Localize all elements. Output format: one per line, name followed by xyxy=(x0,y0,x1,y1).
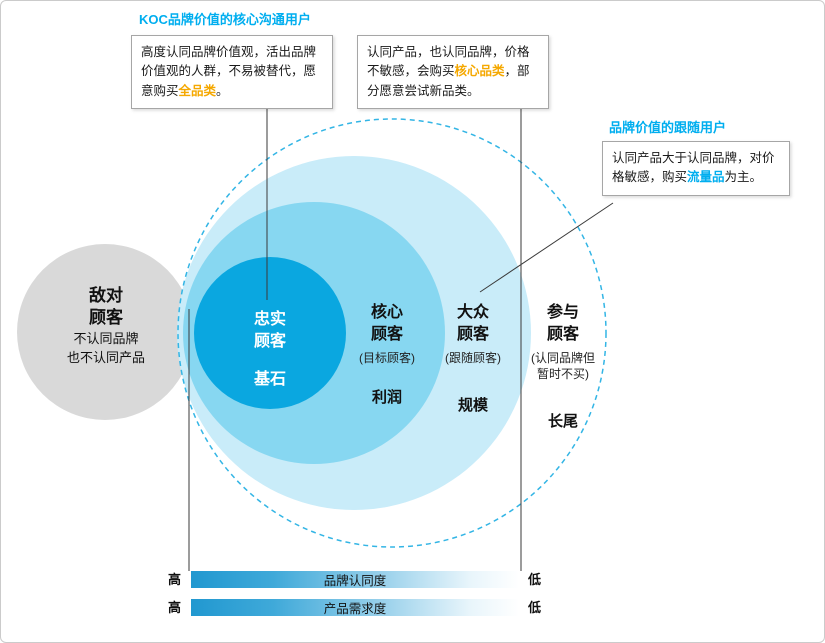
follower-callout-title: 品牌价值的跟随用户 xyxy=(609,120,727,135)
segment-participating-name-line2: 顾客 xyxy=(546,326,579,343)
segment-core-name-line2: 顾客 xyxy=(370,326,403,343)
brand-identity-low-label: 低 xyxy=(528,572,542,587)
brand-identity-gradient-bar: 品牌认同度 xyxy=(191,571,519,588)
koc-callout-text-end: 。 xyxy=(216,83,229,98)
participating-customer-dashed-circle xyxy=(177,118,607,548)
segment-core-sub: (目标顾客) xyxy=(359,351,415,365)
segment-participating-customer: 参与 顾客 (认同品牌但 暂时不买) 长尾 xyxy=(524,302,602,431)
loyal-name-line1: 忠实 xyxy=(253,311,286,328)
core-callout-text-end: ，部分愿意尝试新品类。 xyxy=(367,64,530,98)
segment-participating-sub-line2: 暂时不买) xyxy=(537,367,589,381)
hostile-customer-label: 敌对 顾客 不认同品牌 也不认同产品 xyxy=(20,285,192,367)
product-demand-high-label: 高 xyxy=(168,600,182,615)
core-callout-text: 认同产品，也认同品牌，价格不敏感，会购买 xyxy=(367,45,530,79)
hostile-name-line1: 敌对 xyxy=(89,286,123,305)
follower-callout-box: 认同产品大于认同品牌，对价格敏感，购买流量品为主。 xyxy=(602,141,790,196)
koc-callout-title: KOC品牌价值的核心沟通用户 xyxy=(139,12,311,27)
loyal-name-line2: 顾客 xyxy=(253,333,286,350)
segment-mass-sub: (跟随顾客) xyxy=(445,351,501,365)
follower-callout-text-end: 为主。 xyxy=(724,170,763,185)
segment-participating-tag: 长尾 xyxy=(547,413,578,430)
follower-callout-highlight: 流量品 xyxy=(687,170,725,185)
koc-callout-text: 高度认同品牌价值观，活出品牌价值观的人群，不易被替代，愿意购买 xyxy=(141,45,317,98)
koc-callout-box: 高度认同品牌价值观，活出品牌价值观的人群，不易被替代，愿意购买全品类。 xyxy=(131,35,333,110)
loyal-customer-label: 忠实 顾客 基石 xyxy=(230,309,310,391)
segment-core-name-line1: 核心 xyxy=(370,304,403,321)
product-demand-bar-label: 产品需求度 xyxy=(323,602,387,616)
hostile-desc-line1: 不认同品牌 xyxy=(73,331,139,346)
brand-identity-bar-label: 品牌认同度 xyxy=(323,574,387,588)
segment-participating-name-line1: 参与 xyxy=(546,304,579,321)
koc-callout-highlight: 全品类 xyxy=(178,83,217,98)
follower-callout-text: 认同产品大于认同品牌，对价格敏感，购买 xyxy=(612,151,775,185)
follower-callout-connector-line xyxy=(479,202,614,293)
hostile-customer-circle xyxy=(17,244,193,420)
product-demand-low-label: 低 xyxy=(528,600,542,615)
brand-identity-high-label: 高 xyxy=(168,572,182,587)
segment-mass-name-line2: 顾客 xyxy=(456,326,489,343)
product-demand-gradient-bar: 产品需求度 xyxy=(191,599,519,616)
core-callout-box: 认同产品，也认同品牌，价格不敏感，会购买核心品类，部分愿意尝试新品类。 xyxy=(357,35,549,110)
hostile-name-line2: 顾客 xyxy=(89,308,123,327)
loyal-tag: 基石 xyxy=(253,371,286,388)
segment-core-customer: 核心 顾客 (目标顾客) 利润 xyxy=(351,302,423,407)
segment-mass-name-line1: 大众 xyxy=(456,304,489,321)
segment-mass-customer: 大众 顾客 (跟随顾客) 规模 xyxy=(437,302,509,415)
loyal-customer-circle xyxy=(194,257,346,409)
segment-mass-tag: 规模 xyxy=(457,397,488,414)
hostile-desc-line2: 也不认同产品 xyxy=(66,350,145,365)
segment-participating-sub-line1: (认同品牌但 xyxy=(531,351,595,365)
core-callout-highlight: 核心品类 xyxy=(454,64,505,79)
segment-core-tag: 利润 xyxy=(371,389,402,406)
